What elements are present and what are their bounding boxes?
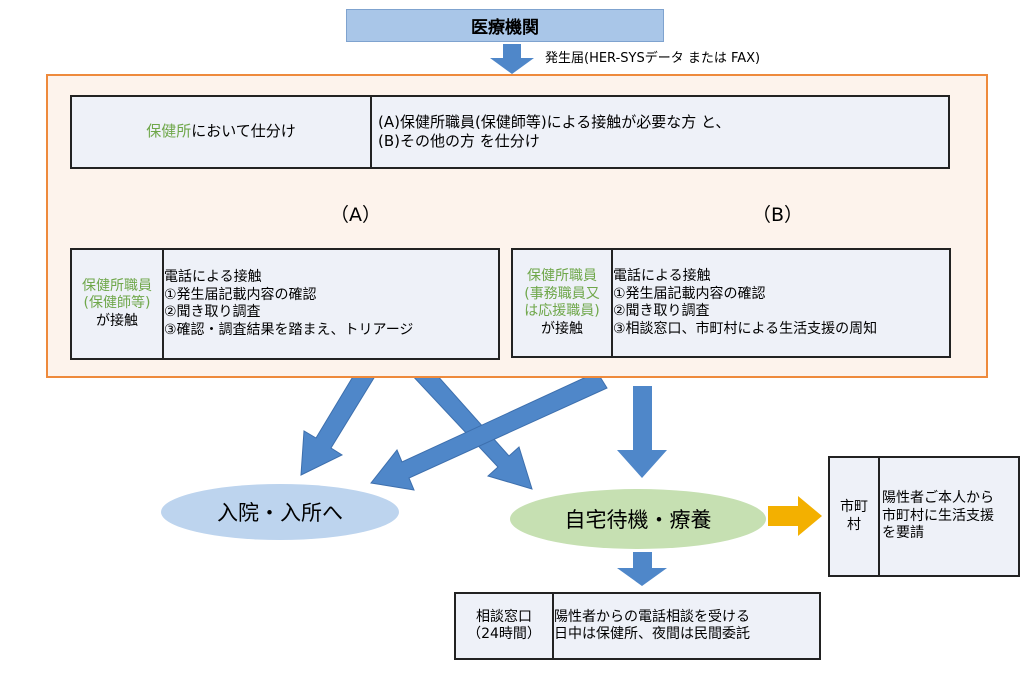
sort-line-b: (B)その他の方 を仕分け: [378, 132, 540, 150]
branch-b-who-3: は応援職員): [524, 303, 600, 319]
municipality-text-1: 陽性者ご本人から: [882, 490, 994, 507]
sort-box: 保健所において仕分け (A)保健所職員(保健師等)による接触が必要な方 と、 (…: [70, 95, 950, 169]
branch-a-who-1: 保健所職員: [82, 277, 152, 294]
branch-b-line-4: ③相談窓口、市町村による生活支援の周知: [613, 320, 878, 337]
consult-text-cell: 陽性者からの電話相談を受ける 日中は保健所、夜間は民間委託: [552, 594, 819, 658]
consult-label-2: （24時間）: [467, 626, 541, 642]
branch-a-who-cell: 保健所職員 (保健師等) が接触: [72, 250, 162, 358]
branch-b-box: 保健所職員 (事務職員又 は応援職員) が接触 電話による接触 ①発生届記載内容…: [511, 248, 951, 358]
municipality-label-cell: 市町 村: [830, 458, 878, 575]
branch-b-line-2: ①発生届記載内容の確認: [613, 285, 766, 302]
branch-b-who-1: 保健所職員: [527, 268, 597, 284]
branch-a-line-3: ②聞き取り調査: [164, 304, 261, 320]
branch-a-line-2: ①発生届記載内容の確認: [164, 286, 317, 303]
branch-b-text-cell: 電話による接触 ①発生届記載内容の確認 ②聞き取り調査 ③相談窓口、市町村による…: [611, 250, 949, 356]
report-label: 発生届(HER-SYSデータ または FAX): [545, 51, 761, 66]
branch-b-line-3: ②聞き取り調査: [613, 303, 710, 319]
home-ellipse: 自宅待機・療養: [510, 489, 766, 549]
branch-a-line-4: ③確認・調査結果を踏まえ、トリアージ: [164, 321, 414, 338]
branch-b-label: （B）: [752, 204, 804, 226]
branch-a-who-3: が接触: [96, 312, 138, 329]
hospital-label: 入院・入所へ: [217, 501, 343, 525]
branch-a-box: 保健所職員 (保健師等) が接触 電話による接触 ①発生届記載内容の確認 ②聞き…: [70, 248, 500, 360]
municipality-label-2: 村: [847, 516, 861, 533]
municipality-box: 市町 村 陽性者ご本人から 市町村に生活支援 を要請: [828, 456, 1020, 577]
arrow-b-to-home: [617, 386, 667, 478]
branch-b-who-cell: 保健所職員 (事務職員又 は応援職員) が接触: [513, 250, 611, 356]
branch-b-line-1: 電話による接触: [613, 268, 711, 284]
sort-left-text: において仕分け: [191, 122, 296, 141]
consult-label-cell: 相談窓口 （24時間）: [456, 594, 552, 658]
sort-line-a: (A)保健所職員(保健師等)による接触が必要な方 と、: [378, 112, 731, 131]
municipality-text-3: を要請: [882, 525, 924, 542]
arrow-home-to-consult: [617, 552, 667, 586]
branch-a-line-1: 電話による接触: [164, 269, 262, 285]
consult-line-1: 陽性者からの電話相談を受ける: [554, 608, 750, 625]
municipality-text-cell: 陽性者ご本人から 市町村に生活支援 を要請: [878, 458, 1018, 575]
consult-box: 相談窓口 （24時間） 陽性者からの電話相談を受ける 日中は保健所、夜間は民間委…: [454, 592, 821, 660]
sort-health-center-label: 保健所: [146, 122, 192, 141]
source-box: 医療機関: [346, 9, 664, 42]
municipality-label-1: 市町: [840, 499, 868, 515]
sort-right-cell: (A)保健所職員(保健師等)による接触が必要な方 と、 (B)その他の方 を仕分…: [370, 97, 948, 167]
branch-a-who-2: (保健師等): [83, 295, 151, 312]
arrow-down-source: [490, 44, 534, 74]
branch-a-text-cell: 電話による接触 ①発生届記載内容の確認 ②聞き取り調査 ③確認・調査結果を踏まえ…: [162, 250, 498, 358]
sort-left-cell: 保健所において仕分け: [72, 97, 370, 167]
branch-b-who-2: (事務職員又: [524, 285, 600, 302]
hospital-ellipse: 入院・入所へ: [161, 484, 399, 540]
arrow-home-to-municipality: [768, 496, 822, 536]
branch-a-label: （A）: [330, 204, 381, 226]
branch-b-who-4: が接触: [541, 320, 583, 337]
consult-line-2: 日中は保健所、夜間は民間委託: [554, 626, 750, 642]
consult-label-1: 相談窓口: [476, 608, 532, 625]
home-label: 自宅待機・療養: [564, 508, 712, 532]
arrow-b-to-hospital: [370, 371, 608, 491]
municipality-text-2: 市町村に生活支援: [882, 507, 994, 524]
source-label: 医療機関: [471, 18, 539, 38]
